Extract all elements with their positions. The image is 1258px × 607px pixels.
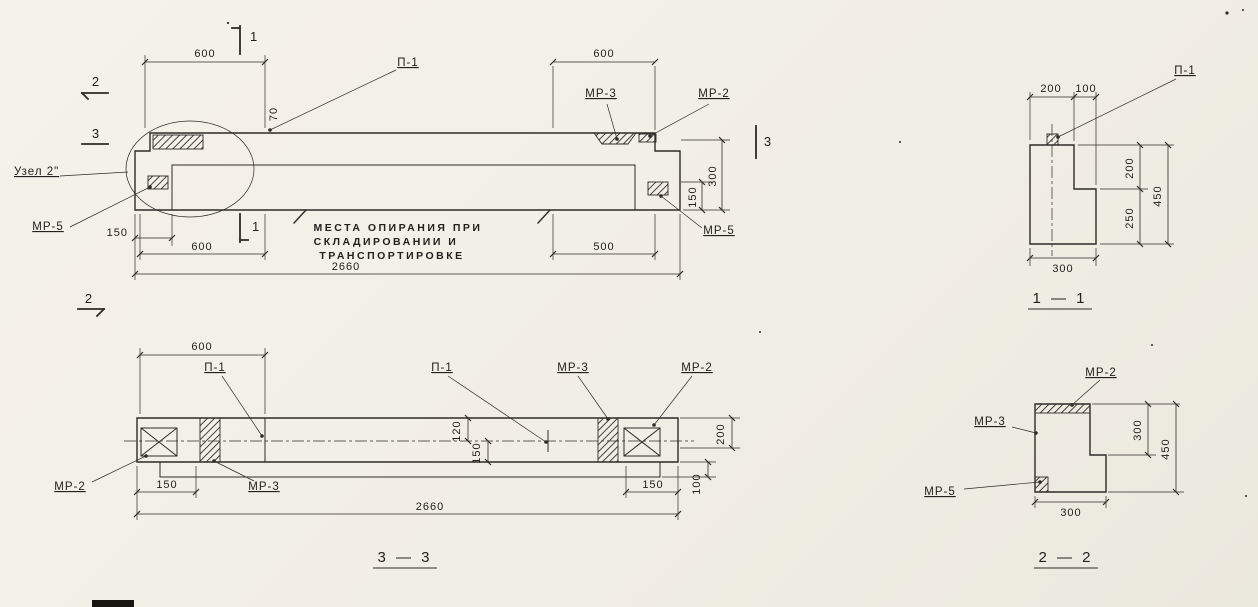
section-2-2-leader-lines [963, 379, 1101, 490]
elevation-view: 600 600 П-1 70 МР-3 МР-2 1 1 2 2 3 3 Узе… [14, 25, 772, 318]
section-2-2-labels: МР-2 МР-3 МР-5 300 450 300 2 — 2 [924, 367, 1172, 566]
dim-2660-bottom: 2660 [416, 501, 444, 513]
section-1-1-labels: 200 100 П-1 200 250 450 300 1 — 1 [1032, 65, 1196, 307]
plan-bottom-flange [159, 462, 661, 478]
embed-mp3-band-right [597, 417, 619, 463]
section-marker-1-bottom: 1 [252, 219, 260, 234]
dim-500-bottom: 500 [593, 241, 614, 253]
plan-leader-lines [91, 375, 693, 483]
section-marker-1-top: 1 [250, 29, 258, 44]
p1-label-mid: П-1 [431, 362, 453, 374]
section-2-2-title: 2 — 2 [1038, 549, 1093, 566]
section-2-2-dimension-lines [1031, 400, 1180, 506]
mp5-label: МР-5 [924, 486, 955, 498]
section-1-1-title: 1 — 1 [1032, 290, 1087, 307]
dim-300-right: 300 [1132, 419, 1144, 440]
mp5-label-right: МР-5 [703, 225, 734, 237]
dim-300-right: 300 [707, 165, 719, 186]
elevation-section-markers [77, 25, 757, 318]
dim-600-top-left: 600 [194, 48, 215, 60]
p1-label-left: П-1 [204, 362, 226, 374]
dim-300-bottom: 300 [1060, 507, 1081, 519]
embed-mp5-left [147, 175, 169, 190]
plan-anchor-details [140, 418, 661, 462]
plan-3-3-title: 3 — 3 [377, 549, 432, 566]
mp3-label: МР-3 [974, 416, 1005, 428]
scan-artifact [92, 600, 134, 607]
elevation-extension-lines [134, 55, 730, 280]
section-1-1-outline [1029, 144, 1097, 245]
mp2-label: МР-2 [698, 88, 729, 100]
mp3-label-bottom: МР-3 [248, 481, 279, 493]
dim-150-bottom-right: 150 [642, 479, 663, 491]
p1-label: П-1 [1174, 65, 1196, 77]
plan-labels: 600 П-1 П-1 МР-3 МР-2 120 150 200 100 МР… [54, 341, 727, 566]
section-marker-2-top: 2 [92, 74, 100, 89]
elevation-leader-lines [59, 69, 710, 229]
dim-600-bottom: 600 [191, 241, 212, 253]
embed-mp5-notch [1034, 476, 1049, 493]
section-2-2-view: МР-2 МР-3 МР-5 300 450 300 2 — 2 [924, 367, 1184, 569]
anchor-mp2-left [140, 427, 178, 457]
embed-mp3-band-left [199, 417, 221, 463]
support-note-line3: ТРАНСПОРТИРОВКЕ [319, 250, 464, 262]
dim-150-bottom-left: 150 [107, 227, 128, 239]
detail-callout-circle [125, 120, 255, 218]
section-marker-2-bottom: 2 [85, 291, 93, 306]
support-note-line1: МЕСТА ОПИРАНИЯ ПРИ [314, 222, 483, 234]
dim-70: 70 [268, 107, 280, 121]
mp3-label: МР-3 [585, 88, 616, 100]
embed-p1-mark [1046, 133, 1059, 146]
section-1-1-dimension-lines [1026, 93, 1172, 262]
plan-3-3-view: 600 П-1 П-1 МР-3 МР-2 120 150 200 100 МР… [54, 341, 740, 569]
support-mark-left [293, 209, 307, 224]
paper-speckles [226, 9, 1247, 497]
embed-plate-top-left [152, 134, 204, 150]
dim-200-top: 200 [1040, 83, 1061, 95]
embed-mp2-plate [638, 133, 657, 143]
dim-200-right: 200 [715, 423, 727, 444]
section-1-1-view: 200 100 П-1 200 250 450 300 1 — 1 [1026, 65, 1196, 310]
dim-120-mid: 120 [451, 420, 463, 441]
mp2-label: МР-2 [1085, 367, 1116, 379]
dim-250-right: 250 [1124, 207, 1136, 228]
dim-100-top: 100 [1075, 83, 1096, 95]
dim-600-top: 600 [191, 341, 212, 353]
dim-150-mid: 150 [471, 442, 483, 463]
section-marker-3-left: 3 [92, 126, 100, 141]
plan-dimension-lines [133, 351, 736, 518]
dim-300-bottom: 300 [1052, 263, 1073, 275]
section-1-1-extension-lines [1029, 92, 1174, 266]
dim-600-top-right: 600 [593, 48, 614, 60]
embed-mp2-plate [1034, 403, 1091, 414]
dim-450-right: 450 [1152, 185, 1164, 206]
p1-label: П-1 [397, 57, 419, 69]
dim-450-right: 450 [1160, 438, 1172, 459]
elevation-beam-outline [134, 132, 681, 224]
elevation-embedded-parts [147, 132, 669, 196]
mp2-label-bottom: МР-2 [54, 481, 85, 493]
support-note-line2: СКЛАДИРОВАНИИ И [314, 236, 459, 248]
dim-100-right: 100 [691, 473, 703, 494]
anchor-mp2-right [623, 427, 661, 457]
embed-mp3-notch [593, 132, 637, 145]
p1-leader [1056, 78, 1177, 139]
embed-mp5-right [647, 181, 669, 196]
support-mark-right [537, 209, 551, 224]
dim-150-bottom-left: 150 [156, 479, 177, 491]
plan-outline [136, 417, 679, 463]
mp3-label-top: МР-3 [557, 362, 588, 374]
uzel-2-label: Узел 2" [14, 166, 59, 178]
elevation-labels: 600 600 П-1 70 МР-3 МР-2 1 1 2 2 3 3 Узе… [14, 29, 772, 306]
mp2-label-top: МР-2 [681, 362, 712, 374]
dim-2660-bottom: 2660 [332, 261, 360, 273]
mp5-label-left: МР-5 [32, 221, 63, 233]
dim-150-right: 150 [687, 186, 699, 207]
section-marker-3-right: 3 [764, 134, 772, 149]
elevation-dimension-lines [131, 58, 726, 278]
dim-200-right: 200 [1124, 157, 1136, 178]
